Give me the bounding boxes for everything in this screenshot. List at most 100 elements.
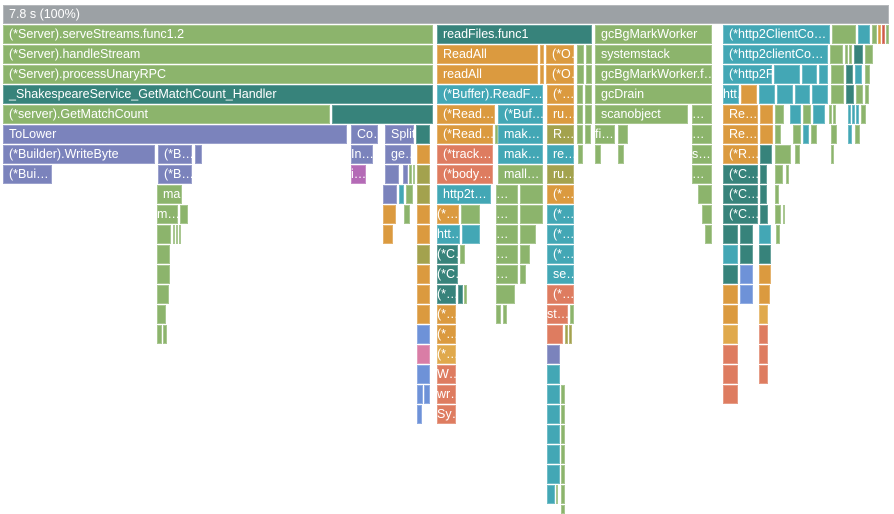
flame-bar[interactable]: gcDrain (595, 85, 712, 104)
flame-bar[interactable]: _ShakespeareService_GetMatchCount_Handle… (3, 85, 433, 104)
flame-bar-sliver[interactable] (157, 305, 166, 324)
flame-bar-sliver[interactable] (776, 225, 780, 244)
flame-bar-sliver[interactable] (409, 165, 412, 184)
flame-bar-sliver[interactable] (520, 205, 543, 224)
flame-bar[interactable]: (*… (547, 185, 574, 204)
flame-bar-sliver[interactable] (759, 345, 768, 364)
flame-bar[interactable]: … (496, 225, 518, 244)
flame-bar[interactable]: Sy… (437, 405, 456, 424)
flame-bar-sliver[interactable] (833, 105, 836, 124)
flame-bar[interactable]: htt… (437, 225, 460, 244)
flame-bar-sliver[interactable] (157, 325, 162, 344)
flame-bar-sliver[interactable] (865, 65, 870, 84)
flame-bar-sliver[interactable] (878, 25, 881, 44)
flame-bar[interactable]: readAll (437, 65, 538, 84)
flame-bar-sliver[interactable] (618, 145, 624, 164)
flame-bar[interactable]: (*track… (437, 145, 493, 164)
flame-bar[interactable]: (*Read… (437, 125, 493, 144)
flame-bar[interactable]: gcBgMarkWorker (595, 25, 712, 44)
flame-bar-sliver[interactable] (520, 185, 543, 204)
flame-bar[interactable]: i… (351, 165, 366, 184)
flame-bar-sliver[interactable] (705, 225, 712, 244)
flame-bar-sliver[interactable] (831, 65, 844, 84)
flame-bar-sliver[interactable] (774, 65, 800, 84)
flame-bar-sliver[interactable] (803, 125, 809, 144)
flame-bar-sliver[interactable] (179, 225, 181, 244)
flame-bar-sliver[interactable] (547, 405, 560, 424)
flame-bar-sliver[interactable] (740, 225, 753, 244)
flame-bar[interactable]: mak… (498, 125, 543, 144)
flame-bar-sliver[interactable] (565, 325, 568, 344)
flame-bar-sliver[interactable] (417, 365, 430, 384)
flame-bar-sliver[interactable] (698, 185, 712, 204)
flame-bar[interactable]: … (692, 105, 712, 124)
flame-bar-sliver[interactable] (848, 105, 851, 124)
flame-bar[interactable]: (*… (437, 305, 456, 324)
flame-bar-sliver[interactable] (547, 345, 560, 364)
flame-bar-sliver[interactable] (577, 125, 583, 144)
flame-bar-sliver[interactable] (417, 305, 430, 324)
flame-bar[interactable]: (*B… (158, 165, 192, 184)
flame-bar-sliver[interactable] (759, 225, 771, 244)
flame-bar[interactable]: … (496, 245, 518, 264)
flame-bar-sliver[interactable] (760, 205, 768, 224)
flame-bar-sliver[interactable] (383, 185, 397, 204)
flame-bar[interactable]: se… (547, 265, 574, 284)
flame-bar-sliver[interactable] (417, 285, 430, 304)
flame-bar-sliver[interactable] (741, 85, 757, 104)
flame-bar-sliver[interactable] (845, 45, 848, 64)
flame-bar-sliver[interactable] (886, 25, 889, 44)
flame-bar-sliver[interactable] (413, 165, 415, 184)
flame-bar-sliver[interactable] (503, 305, 507, 324)
flame-bar[interactable]: (*Buffer).ReadF… (437, 85, 543, 104)
flame-bar-sliver[interactable] (585, 85, 592, 104)
flame-bar-sliver[interactable] (495, 125, 498, 144)
flame-bar-sliver[interactable] (832, 25, 856, 44)
flame-bar-sliver[interactable] (702, 205, 712, 224)
flame-bar-sliver[interactable] (812, 85, 828, 104)
flame-bar[interactable]: (*… (437, 205, 459, 224)
flame-bar[interactable]: (*… (547, 205, 574, 224)
flame-bar-sliver[interactable] (173, 225, 175, 244)
flame-bar-sliver[interactable] (520, 245, 530, 264)
flame-bar[interactable]: (*O… (546, 65, 574, 84)
flame-bar[interactable]: (*body… (437, 165, 493, 184)
flame-bar[interactable]: … (692, 165, 712, 184)
flame-bar-sliver[interactable] (740, 245, 753, 264)
flame-bar-sliver[interactable] (760, 125, 773, 144)
flame-bar[interactable]: (*… (547, 285, 574, 304)
flame-bar[interactable]: fi… (595, 125, 615, 144)
flame-bar-sliver[interactable] (157, 225, 171, 244)
flame-bar[interactable]: gcBgMarkWorker.f… (595, 65, 712, 84)
flame-bar-sliver[interactable] (760, 105, 773, 124)
flame-bar-sliver[interactable] (795, 145, 800, 164)
flame-bar-sliver[interactable] (775, 125, 781, 144)
flame-bar-sliver[interactable] (540, 65, 544, 84)
flame-bar[interactable]: s… (692, 145, 712, 164)
flame-bar-sliver[interactable] (577, 45, 584, 64)
flame-bar-sliver[interactable] (157, 265, 170, 284)
flame-bar-sliver[interactable] (849, 45, 852, 64)
flame-bar[interactable]: (*C… (723, 185, 758, 204)
flame-bar-sliver[interactable] (417, 245, 430, 264)
flame-bar[interactable]: Re… (723, 105, 758, 124)
flame-bar[interactable]: In… (351, 145, 373, 164)
flame-bar[interactable]: ge… (385, 145, 411, 164)
flame-bar[interactable]: systemstack (595, 45, 712, 64)
flame-bar-sliver[interactable] (803, 105, 811, 124)
flame-bar-sliver[interactable] (759, 265, 771, 284)
flame-bar[interactable]: htt… (723, 85, 739, 104)
flame-bar-sliver[interactable] (578, 145, 583, 164)
flame-bar-sliver[interactable] (424, 385, 430, 404)
flame-bar-sliver[interactable] (852, 105, 855, 124)
flame-bar-sliver[interactable] (760, 145, 772, 164)
flame-bar-sliver[interactable] (759, 285, 770, 304)
flame-bar-sliver[interactable] (561, 445, 565, 464)
flame-bar[interactable]: W… (437, 365, 456, 384)
flame-bar-sliver[interactable] (561, 465, 565, 484)
flame-bar-sliver[interactable] (547, 465, 560, 484)
flame-bar[interactable]: m… (157, 205, 178, 224)
flame-bar-sliver[interactable] (417, 405, 422, 424)
flame-bar-sliver[interactable] (520, 265, 526, 284)
flame-bar-sliver[interactable] (176, 225, 178, 244)
